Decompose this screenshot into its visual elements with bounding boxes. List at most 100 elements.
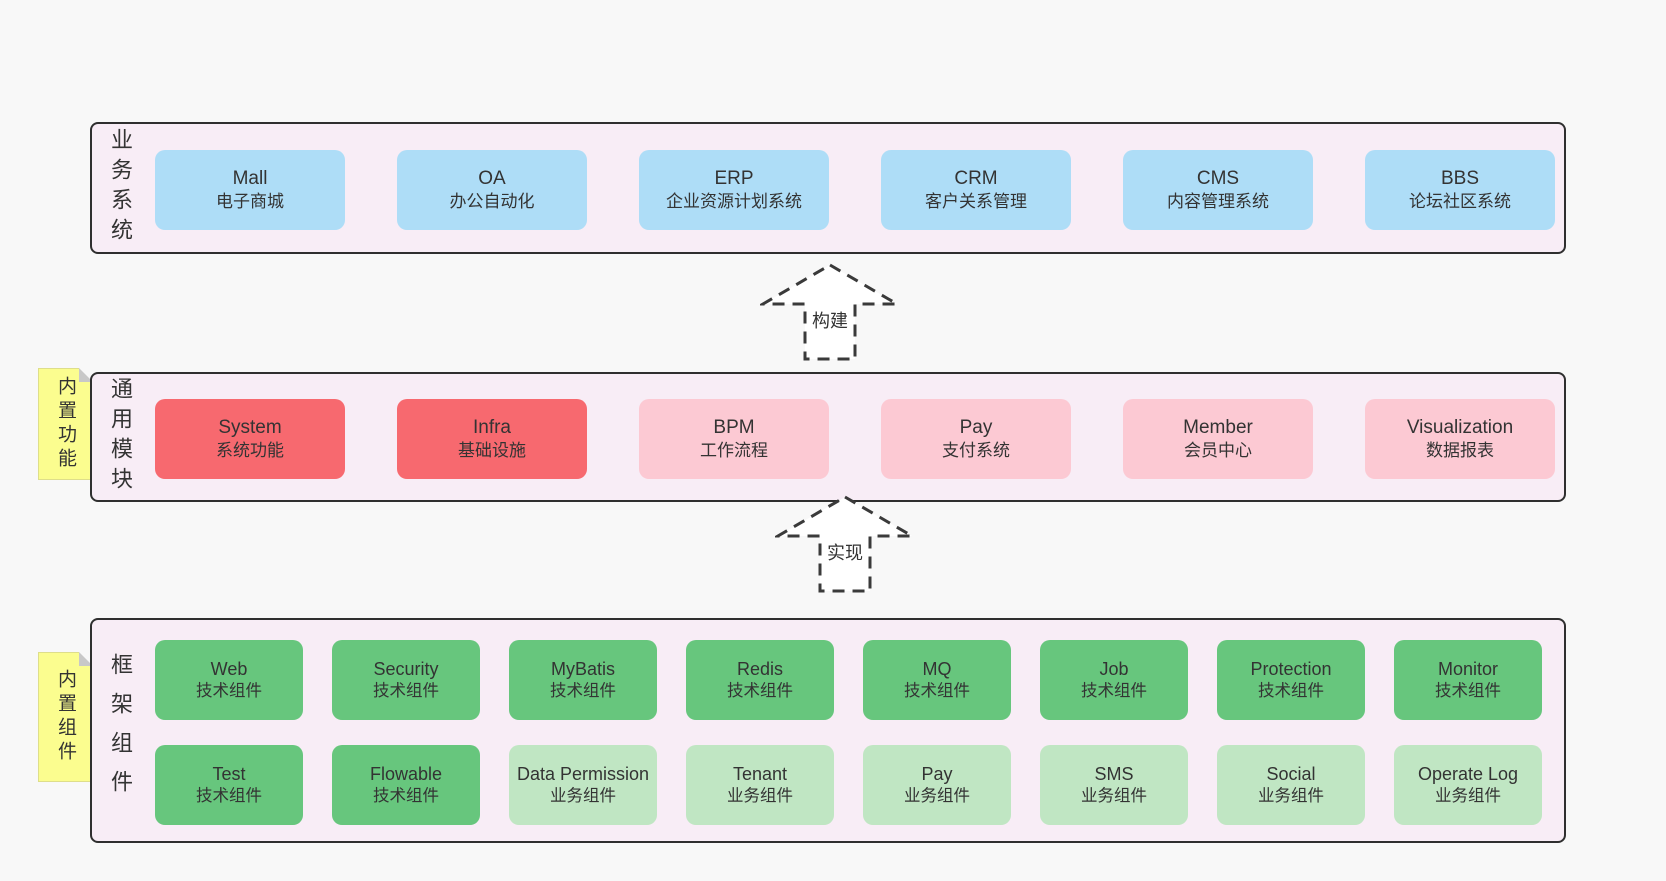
box-flowable: Flowable 技术组件 bbox=[332, 745, 480, 825]
box-oa: OA 办公自动化 bbox=[397, 150, 587, 230]
box-social: Social 业务组件 bbox=[1217, 745, 1365, 825]
band-framework-components-title: 框架组件 bbox=[108, 652, 133, 809]
box-subtitle: 技术组件 bbox=[196, 786, 262, 805]
box-tenant: Tenant 业务组件 bbox=[686, 745, 834, 825]
box-web: Web 技术组件 bbox=[155, 640, 303, 720]
box-subtitle: 数据报表 bbox=[1426, 441, 1494, 461]
box-bbs: BBS 论坛社区系统 bbox=[1365, 150, 1555, 230]
box-data-permission: Data Permission 业务组件 bbox=[509, 745, 657, 825]
band-business-systems: 业务系统 Mall 电子商城 OA 办公自动化 ERP 企业资源计划系统 CRM… bbox=[90, 122, 1566, 254]
box-system: System 系统功能 bbox=[155, 399, 345, 479]
box-visualization: Visualization 数据报表 bbox=[1365, 399, 1555, 479]
box-infra: Infra 基础设施 bbox=[397, 399, 587, 479]
box-title: Pay bbox=[959, 416, 993, 438]
box-subtitle: 业务组件 bbox=[904, 786, 970, 805]
band-common-modules-title: 通用模块 bbox=[108, 377, 133, 497]
box-erp: ERP 企业资源计划系统 bbox=[639, 150, 829, 230]
box-subtitle: 基础设施 bbox=[458, 441, 526, 461]
box-title: Flowable bbox=[369, 763, 443, 784]
box-title: SMS bbox=[1094, 763, 1134, 784]
box-subtitle: 工作流程 bbox=[700, 441, 768, 461]
implement-arrow-label: 实现 bbox=[824, 542, 866, 565]
box-subtitle: 技术组件 bbox=[1258, 681, 1324, 700]
box-test: Test 技术组件 bbox=[155, 745, 303, 825]
box-title: CMS bbox=[1196, 167, 1240, 189]
box-subtitle: 业务组件 bbox=[1081, 786, 1147, 805]
box-subtitle: 内容管理系统 bbox=[1167, 192, 1269, 212]
sticky-note-builtin-components-label: 内置组件 bbox=[55, 669, 76, 765]
box-redis: Redis 技术组件 bbox=[686, 640, 834, 720]
box-title: Member bbox=[1183, 416, 1253, 438]
box-subtitle: 论坛社区系统 bbox=[1409, 192, 1511, 212]
box-title: Web bbox=[210, 658, 248, 679]
box-subtitle: 客户关系管理 bbox=[925, 192, 1027, 212]
band-framework-components: 框架组件 Web 技术组件 Security 技术组件 MyBatis 技术组件… bbox=[90, 618, 1566, 843]
box-cms: CMS 内容管理系统 bbox=[1123, 150, 1313, 230]
box-title: OA bbox=[478, 167, 506, 189]
box-subtitle: 系统功能 bbox=[216, 441, 284, 461]
box-subtitle: 业务组件 bbox=[1435, 786, 1501, 805]
box-title: Pay bbox=[921, 763, 953, 784]
box-title: MQ bbox=[922, 658, 952, 679]
box-mq: MQ 技术组件 bbox=[863, 640, 1011, 720]
box-title: Test bbox=[212, 763, 246, 784]
box-title: Protection bbox=[1250, 658, 1332, 679]
box-title: BPM bbox=[713, 416, 755, 438]
box-title: System bbox=[218, 416, 282, 438]
box-subtitle: 技术组件 bbox=[1081, 681, 1147, 700]
box-title: Operate Log bbox=[1417, 763, 1519, 784]
box-subtitle: 技术组件 bbox=[196, 681, 262, 700]
box-operate-log: Operate Log 业务组件 bbox=[1394, 745, 1542, 825]
build-arrow: 构建 bbox=[757, 262, 903, 362]
box-mall: Mall 电子商城 bbox=[155, 150, 345, 230]
box-crm: CRM 客户关系管理 bbox=[881, 150, 1071, 230]
box-subtitle: 会员中心 bbox=[1184, 441, 1252, 461]
implement-arrow: 实现 bbox=[772, 494, 918, 594]
box-subtitle: 技术组件 bbox=[1435, 681, 1501, 700]
box-title: ERP bbox=[714, 167, 754, 189]
box-pay-business: Pay 业务组件 bbox=[863, 745, 1011, 825]
framework-components-row-2: Test 技术组件 Flowable 技术组件 Data Permission … bbox=[155, 745, 1542, 825]
box-job: Job 技术组件 bbox=[1040, 640, 1188, 720]
box-title: Monitor bbox=[1437, 658, 1499, 679]
box-subtitle: 办公自动化 bbox=[449, 192, 535, 212]
sticky-note-builtin-features: 内置功能 bbox=[38, 368, 93, 480]
box-title: Data Permission bbox=[516, 763, 650, 784]
box-title: CRM bbox=[954, 167, 998, 189]
box-sms: SMS 业务组件 bbox=[1040, 745, 1188, 825]
box-subtitle: 技术组件 bbox=[727, 681, 793, 700]
common-modules-row: System 系统功能 Infra 基础设施 BPM 工作流程 Pay 支付系统… bbox=[155, 399, 1555, 479]
box-protection: Protection 技术组件 bbox=[1217, 640, 1365, 720]
box-security: Security 技术组件 bbox=[332, 640, 480, 720]
box-title: Infra bbox=[472, 416, 512, 438]
sticky-note-builtin-features-label: 内置功能 bbox=[55, 376, 76, 472]
box-title: Visualization bbox=[1406, 416, 1514, 438]
box-title: BBS bbox=[1440, 167, 1480, 189]
box-subtitle: 技术组件 bbox=[904, 681, 970, 700]
box-subtitle: 技术组件 bbox=[373, 681, 439, 700]
box-title: Security bbox=[373, 658, 439, 679]
box-bpm: BPM 工作流程 bbox=[639, 399, 829, 479]
box-monitor: Monitor 技术组件 bbox=[1394, 640, 1542, 720]
framework-components-row-1: Web 技术组件 Security 技术组件 MyBatis 技术组件 Redi… bbox=[155, 640, 1542, 720]
sticky-note-builtin-components: 内置组件 bbox=[38, 652, 93, 782]
box-mybatis: MyBatis 技术组件 bbox=[509, 640, 657, 720]
box-subtitle: 企业资源计划系统 bbox=[666, 192, 802, 212]
box-subtitle: 技术组件 bbox=[373, 786, 439, 805]
build-arrow-label: 构建 bbox=[809, 310, 851, 333]
box-pay-system: Pay 支付系统 bbox=[881, 399, 1071, 479]
box-subtitle: 业务组件 bbox=[1258, 786, 1324, 805]
business-systems-row: Mall 电子商城 OA 办公自动化 ERP 企业资源计划系统 CRM 客户关系… bbox=[155, 150, 1555, 230]
box-subtitle: 支付系统 bbox=[942, 441, 1010, 461]
band-business-systems-title: 业务系统 bbox=[108, 128, 133, 248]
box-title: Social bbox=[1266, 763, 1316, 784]
band-common-modules: 通用模块 System 系统功能 Infra 基础设施 BPM 工作流程 Pay… bbox=[90, 372, 1566, 502]
box-subtitle: 技术组件 bbox=[550, 681, 616, 700]
box-title: MyBatis bbox=[550, 658, 615, 679]
box-title: Tenant bbox=[732, 763, 788, 784]
box-subtitle: 电子商城 bbox=[216, 192, 284, 212]
box-member: Member 会员中心 bbox=[1123, 399, 1313, 479]
box-title: Redis bbox=[736, 658, 784, 679]
box-title: Job bbox=[1099, 658, 1129, 679]
